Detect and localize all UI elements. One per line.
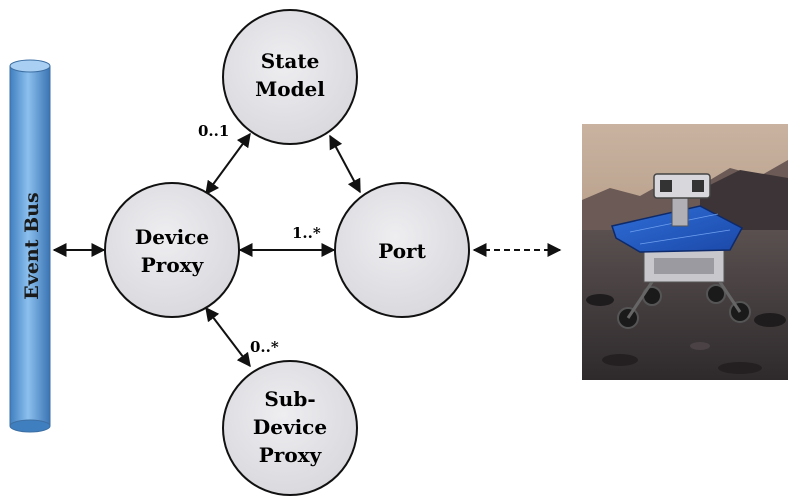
state-model-label-line2: Model: [255, 77, 325, 101]
node-device-proxy: Device Proxy: [104, 182, 240, 318]
rover-robot-icon: [611, 173, 751, 329]
device-proxy-label-line1: Device: [135, 225, 209, 249]
multiplicity-label-port: 1..*: [292, 224, 321, 242]
edges: [52, 132, 562, 368]
event-bus: Event Bus: [9, 59, 51, 433]
state-model-label-line1: State: [261, 49, 320, 73]
node-sub-device-proxy: Sub- Device Proxy: [222, 360, 358, 496]
multiplicity-label-sub: 0..*: [250, 338, 279, 356]
port-label: Port: [378, 239, 426, 263]
device-to-state-arrow: [205, 132, 251, 196]
device-proxy-label-line2: Proxy: [141, 253, 205, 277]
node-port: Port: [334, 182, 470, 318]
sub-device-proxy-label-line3: Proxy: [259, 443, 323, 467]
rover-photo: [582, 124, 788, 380]
state-to-port-arrow: [329, 134, 361, 194]
node-state-model: State Model: [222, 9, 358, 145]
sub-device-proxy-label-line1: Sub-: [264, 387, 315, 411]
sub-device-proxy-label-line2: Device: [253, 415, 327, 439]
event-bus-label: Event Bus: [21, 192, 43, 299]
device-to-sub-arrow: [205, 306, 251, 368]
multiplicity-label-state: 0..1: [198, 122, 229, 140]
